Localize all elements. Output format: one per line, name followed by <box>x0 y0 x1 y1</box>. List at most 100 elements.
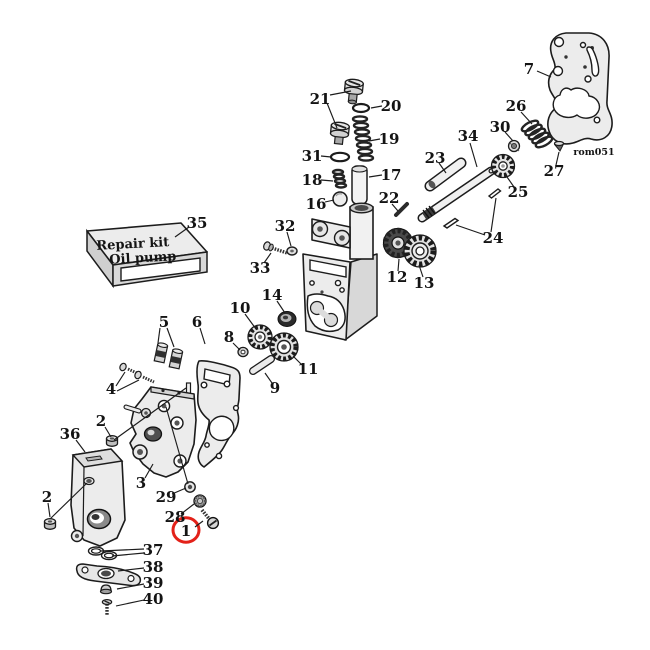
part-label-36: 36 <box>60 425 81 443</box>
kit-box-title-line2: Oil pump <box>109 249 177 267</box>
leader-line <box>320 179 334 182</box>
part-label-31: 31 <box>302 147 323 165</box>
leader-line <box>117 567 145 572</box>
part-28-nut <box>193 494 207 508</box>
leader-line <box>115 371 126 387</box>
leader-line <box>391 203 399 212</box>
part-2-nut-upper <box>105 435 119 447</box>
watermark: rom051 <box>573 147 614 158</box>
part-29-washer <box>184 481 196 493</box>
leader-line <box>199 327 206 345</box>
part-39-acorn-nut <box>99 584 113 595</box>
part-label-40: 40 <box>143 590 164 608</box>
part-label-39: 39 <box>143 574 164 592</box>
part-13-gear <box>403 234 437 268</box>
part-label-27: 27 <box>544 162 565 180</box>
part-label-7: 7 <box>524 60 534 78</box>
part-9-pin <box>249 355 275 375</box>
part-label-21: 21 <box>310 90 331 108</box>
oil-pump-housing <box>302 202 378 341</box>
part-8-washer <box>237 346 249 358</box>
part-label-6: 6 <box>192 313 202 331</box>
part-6-gasket <box>196 360 241 468</box>
part-label-12: 12 <box>387 268 408 286</box>
leader-line <box>469 142 478 168</box>
leader-line <box>165 406 189 485</box>
part-label-11: 11 <box>298 360 319 378</box>
leader-line <box>490 197 497 233</box>
part-label-35: 35 <box>187 214 208 232</box>
part-17-plunger <box>351 165 368 205</box>
part-label-14: 14 <box>262 286 283 304</box>
leader-line <box>232 342 241 351</box>
leader-line <box>276 300 286 314</box>
leader-line <box>536 70 552 78</box>
part-3-cover <box>123 382 197 478</box>
leader-line <box>326 102 338 129</box>
leader-line <box>157 327 161 344</box>
leader-line <box>264 372 273 384</box>
leader-line <box>368 138 381 142</box>
part-label-32: 32 <box>275 217 296 235</box>
leader-line <box>113 387 187 441</box>
part-label-10: 10 <box>230 299 251 317</box>
part-27-check-valve-plug <box>553 140 565 152</box>
leader-line <box>370 105 383 109</box>
part-23-idler-shaft <box>424 157 467 192</box>
leader-lines <box>47 70 560 607</box>
leader-line <box>75 439 86 453</box>
leader-line <box>115 599 145 607</box>
part-36-pump-body <box>70 448 126 547</box>
part-19-spring <box>351 115 375 162</box>
leader-line <box>180 503 195 515</box>
part-40-screw <box>101 598 113 616</box>
part-16-check-ball <box>332 191 348 207</box>
part-label-33: 33 <box>250 259 271 277</box>
leader-line <box>174 226 190 238</box>
part-label-1: 1 <box>181 522 191 540</box>
part-4-screws <box>119 362 155 384</box>
leader-line <box>504 131 514 142</box>
leader-line <box>194 520 204 528</box>
part-label-38: 38 <box>143 558 164 576</box>
part-label-2: 2 <box>96 412 106 430</box>
part-label-29: 29 <box>156 488 177 506</box>
leader-line <box>418 264 424 278</box>
leader-line <box>263 252 272 264</box>
part-32-washer <box>286 246 298 256</box>
part-label-28: 28 <box>165 508 186 526</box>
leader-line <box>100 548 145 552</box>
part-10-gear <box>247 324 273 350</box>
part-label-2: 2 <box>42 488 52 506</box>
leader-line <box>520 111 533 125</box>
leader-line <box>292 355 303 366</box>
leader-line <box>116 379 140 392</box>
part-37-o-rings <box>87 546 118 561</box>
part-label-23: 23 <box>425 149 446 167</box>
part-label-9: 9 <box>270 379 280 397</box>
leader-line <box>455 224 486 236</box>
leader-line <box>438 162 447 174</box>
part-label-13: 13 <box>414 274 435 292</box>
leader-line <box>166 327 175 348</box>
part-7-mounting-plate <box>547 32 613 145</box>
part-38-oil-line-flange <box>75 563 142 587</box>
part-label-24: 24 <box>483 229 504 247</box>
part-21-cap-screw-b <box>329 121 350 145</box>
part-label-20: 20 <box>381 97 402 115</box>
part-25-gear <box>490 153 516 179</box>
highlight-circle-part-1 <box>171 516 201 544</box>
leader-line <box>47 502 51 518</box>
part-label-26: 26 <box>506 97 527 115</box>
part-label-19: 19 <box>379 130 400 148</box>
part-18-spring <box>331 168 348 189</box>
part-2-nut-lower <box>43 518 57 530</box>
kit-box-title-line1: Repair kit <box>96 235 170 254</box>
part-label-34: 34 <box>458 127 479 145</box>
leader-line <box>555 151 560 166</box>
part-label-30: 30 <box>490 118 511 136</box>
leader-line <box>368 174 383 178</box>
leader-line <box>320 155 332 158</box>
part-label-22: 22 <box>379 189 400 207</box>
